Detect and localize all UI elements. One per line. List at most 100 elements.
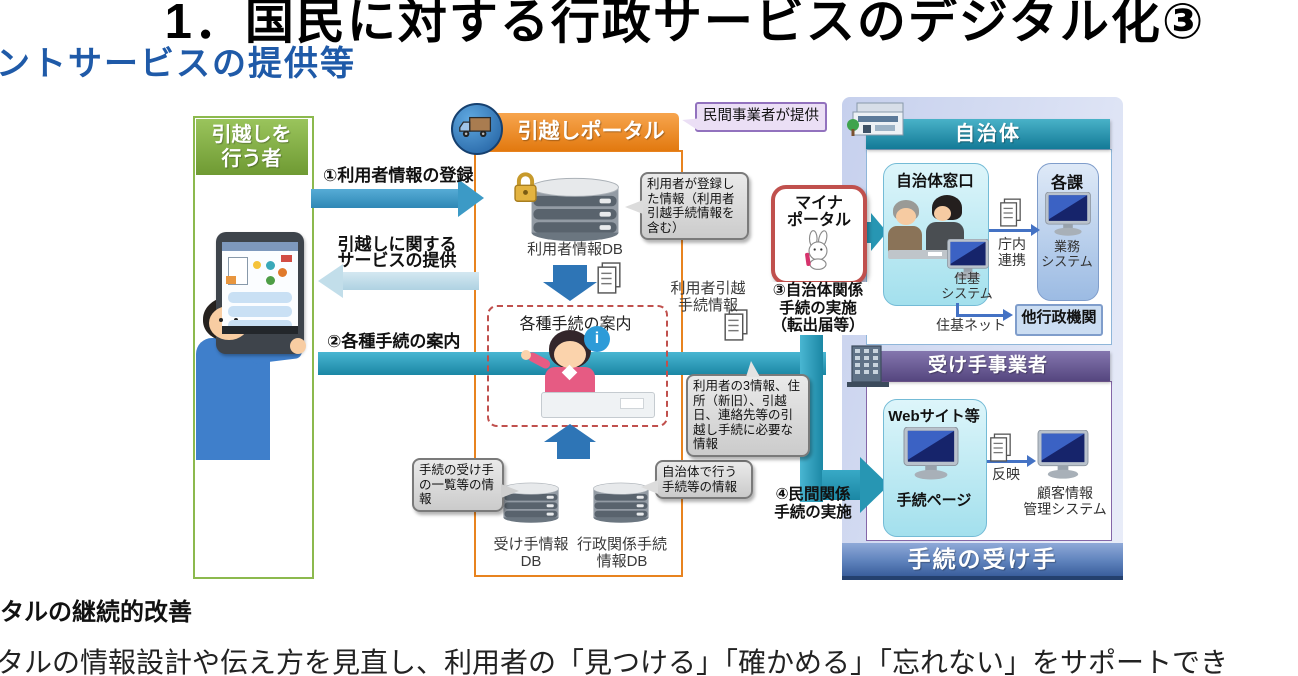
- crm-computer-icon: [1036, 430, 1090, 480]
- section-subtitle: ントサービスの提供等: [0, 45, 356, 83]
- provider-note-label: 民間事業者が提供: [703, 108, 819, 124]
- municipality-building-icon: [845, 101, 905, 139]
- flow1-arrow-head: [458, 179, 484, 217]
- receptionist-hand: [521, 350, 531, 360]
- admin-db-callout-tail: [641, 480, 658, 494]
- bottom-heading: タルの継続的改善: [0, 599, 192, 626]
- counter-title: 自治体窓口: [896, 173, 974, 190]
- citizen-face: [896, 208, 916, 225]
- transfer-callout: 利用者の3情報、住所（新旧）、引越日、連絡先等の引越し手続に必要な情報: [686, 361, 810, 457]
- internal-link-label: 庁内 連携: [998, 236, 1026, 268]
- flow4-arrow-body: [822, 470, 860, 500]
- lock-icon: [512, 171, 539, 204]
- admin-db-callout-text: 自治体で行う手続等の情報: [662, 465, 738, 494]
- reflect-arrow-head: [1027, 455, 1036, 467]
- myna-portal-box: マイナ ポータル: [771, 185, 867, 285]
- dept-title: 各課: [1050, 175, 1083, 192]
- recipient-db-label: 受け手情報 DB: [493, 536, 569, 570]
- user-db-callout: 利用者が登録した情報（利用者引越手続情報を含む）: [625, 172, 749, 240]
- flow1-label: ①利用者情報の登録: [323, 166, 474, 185]
- recipient-db-callout: 手続の受け手の一覧等の情報: [412, 458, 519, 512]
- receptionist-face: [554, 341, 586, 368]
- db-down-arrow-head: [543, 282, 597, 301]
- man-hand: [290, 338, 306, 354]
- recipient-header: 受け手事業者: [866, 351, 1110, 381]
- flow1-arrow-body: [311, 189, 458, 208]
- flow2-label: ②各種手続の案内: [327, 332, 461, 351]
- jukinet-label: 住基ネット: [936, 317, 1006, 333]
- rabbit-mascot-icon: [801, 230, 863, 270]
- office-building-icon: [844, 344, 892, 388]
- admin-db-callout: 自治体で行う手続等の情報: [641, 460, 753, 499]
- db-up-arrow-head: [544, 424, 596, 442]
- staff-face: [934, 206, 951, 221]
- db-up-arrow-body: [557, 442, 590, 459]
- web-title: Webサイト等: [888, 408, 980, 425]
- db-down-arrow-body: [553, 265, 587, 282]
- user-db-label: 利用者情報DB: [527, 241, 623, 258]
- app-bubble-2: [228, 306, 292, 317]
- document-icon-internal: [998, 198, 1022, 228]
- reflect-arrow-line: [987, 460, 1029, 463]
- jukinet-line-h: [956, 314, 1005, 317]
- jukinet-arrow-head: [1003, 309, 1013, 321]
- app-hand: [226, 276, 236, 284]
- man-eye-left: [219, 318, 223, 322]
- recipient-header-label: 受け手事業者: [927, 355, 1048, 376]
- myna-portal-label: マイナ ポータル: [786, 195, 851, 229]
- juki-system-label: 住基 システム: [941, 271, 993, 301]
- portal-header: 引越しポータル: [489, 113, 679, 151]
- provider-note: 民間事業者が提供: [680, 102, 827, 132]
- reception-counter: [541, 392, 655, 418]
- municipality-header-label: 自治体: [955, 123, 1021, 145]
- mover-header: 引越しを 行う者: [195, 118, 308, 175]
- counter-slot: [620, 398, 644, 409]
- user-db-callout-text: 利用者が登録した情報（利用者引越手続情報を含む）: [647, 177, 735, 235]
- app-icon-teal: [266, 261, 275, 270]
- recipient-footer-label: 手続の受け手: [907, 546, 1058, 572]
- jukinet-line-v: [956, 303, 959, 316]
- user-db-icon: [526, 176, 624, 244]
- app-bulb-icon: [253, 261, 261, 269]
- flow3-label: ③自治体関係 手続の実施 （転出届等）: [768, 282, 868, 335]
- counter-paper: [928, 252, 942, 256]
- dept-system-label: 業務 システム: [1041, 239, 1093, 269]
- app-badge: [281, 255, 292, 262]
- internal-link-arrow-head: [1031, 224, 1040, 236]
- bottom-body: タルの情報設計や伝え方を見直し、利用者の「見つける」「確かめる」「忘れない」をサ…: [0, 647, 1229, 676]
- crm-label: 顧客情報 管理システム: [1023, 485, 1107, 517]
- service-arrow-head: [318, 264, 343, 298]
- internal-link-arrow-line: [989, 229, 1033, 232]
- reflect-label: 反映: [992, 466, 1020, 482]
- info-icon: i: [584, 326, 610, 352]
- recipient-db-icon: [501, 472, 561, 534]
- app-icon-green: [266, 276, 275, 285]
- document-icon-reflect: [988, 433, 1012, 463]
- user-db-callout-tail: [625, 200, 643, 214]
- other-org-label: 他行政機関: [1021, 309, 1097, 326]
- app-bubble-3: [228, 320, 292, 331]
- recipient-footer: 手続の受け手: [842, 543, 1123, 580]
- admin-db-label: 行政関係手続 情報DB: [576, 536, 667, 570]
- portal-header-label: 引越しポータル: [517, 120, 665, 143]
- app-icon-orange: [278, 268, 287, 277]
- other-org-box: 他行政機関: [1015, 304, 1103, 336]
- citizen-body: [888, 226, 922, 252]
- municipality-header: 自治体: [866, 119, 1110, 149]
- page-title: 1．国民に対する行政サービスのデジタル化③: [164, 0, 1206, 49]
- web-page-label: 手続ページ: [896, 492, 972, 509]
- flow4-label: ④民間関係 手続の実施: [774, 486, 852, 521]
- transfer-info-label: 利用者引越 手続情報: [670, 280, 746, 314]
- transfer-callout-tail: [746, 361, 760, 377]
- truck-icon: [451, 103, 503, 155]
- service-label: 引越しに関する サービスの提供: [337, 235, 457, 270]
- recipient-db-callout-tail: [501, 484, 519, 498]
- mover-header-label: 引越しを 行う者: [211, 123, 292, 170]
- smartphone-app-header: [222, 242, 298, 251]
- app-bubble-1: [228, 292, 292, 303]
- app-navbar: [222, 326, 298, 334]
- recipient-db-callout-text: 手続の受け手の一覧等の情報: [419, 463, 495, 506]
- document-icon-guide: [595, 262, 622, 295]
- transfer-callout-text: 利用者の3情報、住所（新旧）、引越日、連絡先等の引越し手続に必要な情報: [693, 379, 800, 451]
